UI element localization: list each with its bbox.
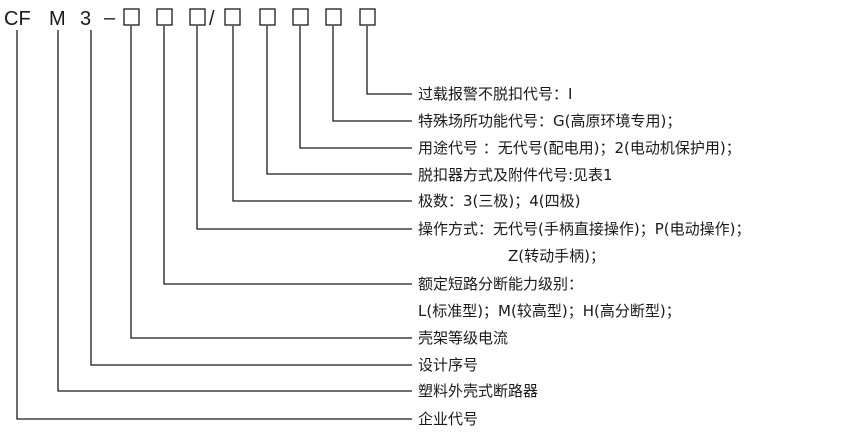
desc-operation: 操作方式：无代号(手柄直接操作)；P(电动操作)； <box>418 220 750 238</box>
code-box-overload-alarm <box>359 8 376 26</box>
code-design-number: 3 <box>80 8 91 30</box>
code-box-special-env <box>325 8 342 26</box>
descriptions: 过载报警不脱扣代号：Ⅰ 特殊场所功能代号：G(高原环境专用)； 用途代号 ：无代… <box>418 85 750 428</box>
desc-frame-current: 壳架等级电流 <box>418 329 508 347</box>
code-box-poles <box>224 8 241 26</box>
desc-operation-cont: Z(转动手柄)； <box>508 247 605 265</box>
desc-breaking-capacity-levels: L(标准型)；M(较高型)；H(高分断型)； <box>418 302 681 320</box>
code-dash: – <box>104 7 116 29</box>
leader-design-number <box>90 30 412 366</box>
code-box-usage <box>292 8 309 26</box>
leader-special-env <box>332 26 412 122</box>
leader-operation <box>196 26 412 230</box>
code-box-operation <box>189 8 206 26</box>
code-m: M <box>49 8 66 30</box>
desc-breaking-capacity: 额定短路分断能力级别： <box>418 275 583 293</box>
desc-usage: 用途代号 ：无代号(配电用)；2(电动机保护用)； <box>418 139 741 157</box>
leader-poles <box>232 26 412 202</box>
desc-company: 企业代号 <box>418 410 478 428</box>
leader-overload-alarm <box>366 26 412 95</box>
leader-breaking-capacity <box>163 26 412 285</box>
leader-release <box>266 26 412 175</box>
code-box-release <box>259 8 276 26</box>
desc-poles: 极数：3(三极)；4(四极) <box>418 192 581 210</box>
leader-usage <box>299 26 412 149</box>
leader-mccb <box>57 30 412 392</box>
code-box-breaking-capacity <box>156 8 173 26</box>
model-code: CF M 3 – / <box>4 7 376 30</box>
leader-lines <box>16 26 412 420</box>
leader-frame-current <box>130 26 412 339</box>
desc-mccb: 塑料外壳式断路器 <box>418 382 538 400</box>
desc-overload-alarm: 过载报警不脱扣代号：Ⅰ <box>418 85 572 103</box>
desc-release: 脱扣器方式及附件代号:见表1 <box>418 166 613 184</box>
code-box-frame-current <box>123 8 140 26</box>
desc-design-number: 设计序号 <box>418 356 478 374</box>
code-prefix: CF <box>4 8 31 30</box>
code-slash: / <box>209 8 215 30</box>
leader-company <box>16 30 412 420</box>
desc-special-env: 特殊场所功能代号：G(高原环境专用)； <box>418 112 681 130</box>
